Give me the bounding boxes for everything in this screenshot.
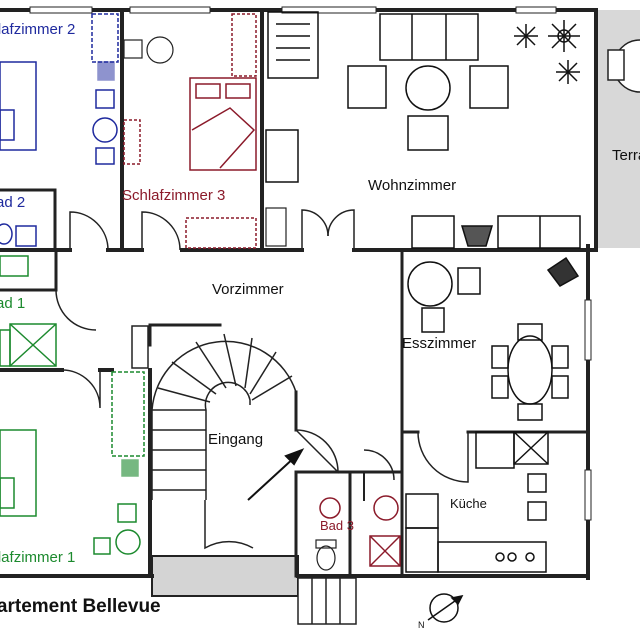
plant-icon <box>514 20 580 84</box>
terrace-table <box>607 39 640 93</box>
bath3-fixtures <box>319 495 401 567</box>
bath3-toilet <box>315 539 337 571</box>
dining-furniture <box>407 256 580 421</box>
windows <box>29 6 592 521</box>
spiral-staircase <box>151 333 297 500</box>
bedroom3-seats <box>123 36 287 247</box>
front-steps <box>297 577 357 625</box>
label-bath1: Bad 1 <box>0 295 25 312</box>
label-bedroom1: Schlafzimmer 1 <box>0 549 75 566</box>
entrance-arrow-icon <box>247 448 305 501</box>
bedroom2-furniture <box>0 13 119 247</box>
label-living: Wohnzimmer <box>368 177 456 194</box>
bedroom1-furniture <box>0 255 145 555</box>
label-bath3: Bad 3 <box>320 518 354 533</box>
label-kitchen: Küche <box>450 496 487 511</box>
doors <box>55 209 469 550</box>
label-dining: Esszimmer <box>402 335 476 352</box>
compass-icon: N <box>418 593 464 630</box>
label-bedroom3: Schlafzimmer 3 <box>122 187 225 204</box>
label-bath2: Bad 2 <box>0 194 25 211</box>
bedroom3-furniture <box>123 13 257 249</box>
stair-landing <box>151 555 299 597</box>
svg-text:N: N <box>418 620 425 630</box>
label-hall: Vorzimmer <box>212 281 284 298</box>
hall-cabinet <box>131 325 149 369</box>
label-entrance: Eingang <box>208 431 263 448</box>
kitchen-furniture <box>405 431 549 573</box>
label-bedroom2: Schlafzimmer 2 <box>0 21 75 38</box>
living-room-furniture <box>265 11 581 249</box>
walls <box>0 8 598 580</box>
label-terrace: Terrasse <box>612 147 640 164</box>
plan-caption: Appartement Bellevue <box>0 596 161 617</box>
